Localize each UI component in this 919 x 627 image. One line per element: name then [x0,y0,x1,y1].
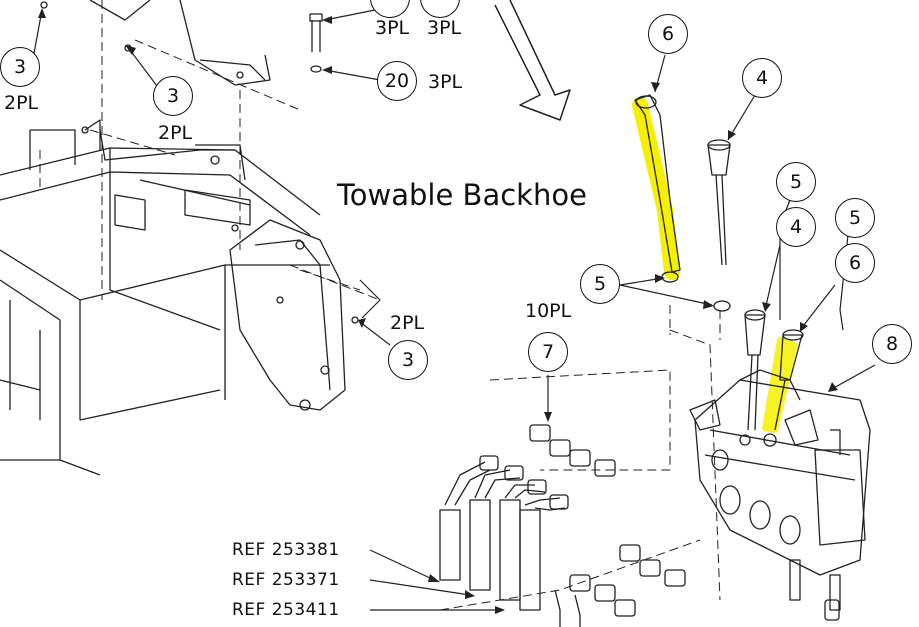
bolt-hardware [40,1,359,324]
callout-6: 6 [648,14,688,54]
qty-label: 3PL [375,17,410,39]
callout-3: 3 [0,47,40,87]
callout-3: 3 [153,76,193,116]
callout-4: 4 [776,207,816,247]
qty-label: 3PL [428,71,463,93]
diagram-title: Towable Backhoe [337,178,587,212]
backhoe-frame [0,0,346,476]
control-lever-4 [707,139,731,266]
callout-6: 6 [835,243,875,283]
qty-label: 2PL [4,92,39,114]
control-valve-assembly [689,309,871,611]
callout-7: 7 [528,332,568,372]
ref-label: REF 253381 [232,540,340,560]
callout-5: 5 [835,198,875,238]
callout-5: 5 [580,264,620,304]
qty-label: 3PL [427,17,462,39]
callout-3: 3 [388,340,428,380]
control-lever-6 [632,94,681,280]
callout-20: 20 [377,61,417,101]
hydraulic-hoses [439,424,840,627]
assembly-arrow [494,0,571,121]
qty-label: 2PL [390,312,425,334]
ref-label: REF 253371 [232,570,340,590]
callout-5: 5 [776,162,816,202]
lever-nut [713,300,731,312]
qty-label: 2PL [158,122,193,144]
ref-label: REF 253411 [232,600,340,620]
callout-8: 8 [872,324,912,364]
qty-label: 10PL [525,300,572,322]
callout-4: 4 [742,58,782,98]
